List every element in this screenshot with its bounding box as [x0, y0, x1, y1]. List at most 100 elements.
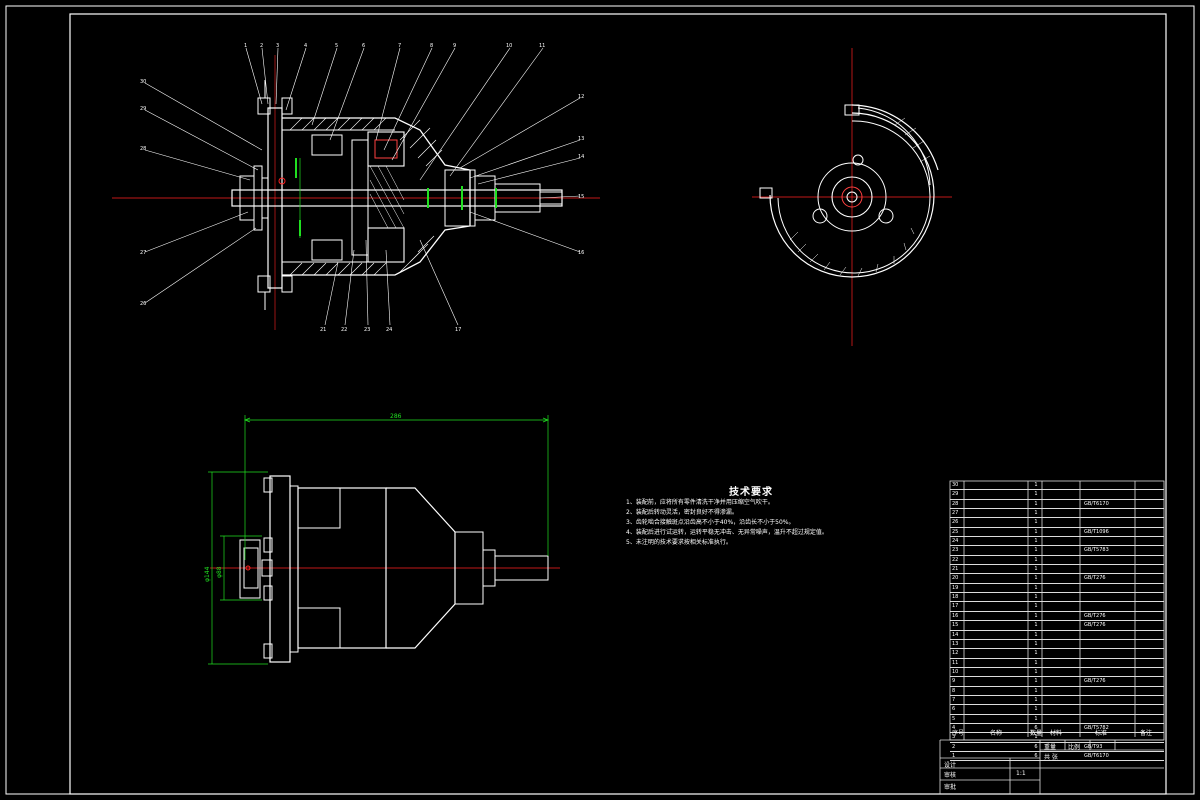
bom-header-remark: 备注 — [1140, 730, 1153, 737]
bom-cell-no: 15 — [952, 622, 959, 629]
balloon-labels: 1 2 3 4 5 6 7 8 9 10 11 30 29 28 27 26 1… — [140, 43, 584, 333]
bom-cell-qty: 1 — [1034, 668, 1038, 675]
bom-header: 序号 名称 数量 材料 标准 备注 — [950, 727, 1164, 737]
bom-cell-no: 30 — [952, 482, 959, 488]
bom-cell-no: 28 — [952, 500, 959, 507]
bom-cell-qty: 1 — [1034, 491, 1038, 498]
bom-cell-no: 9 — [952, 678, 956, 685]
bom-cell-no: 10 — [952, 668, 959, 675]
bom-cell-no: 13 — [952, 640, 959, 647]
tech-req-line-4: 4、装配后进行试运转，运转平稳无冲击、无异常噪声，温升不超过规定值。 — [626, 529, 828, 536]
balloon-bottom-0: 21 — [320, 327, 326, 333]
bom-cell-qty: 1 — [1034, 678, 1038, 685]
balloon-left-0: 30 — [140, 79, 146, 85]
bom-cell-no: 21 — [952, 566, 959, 573]
bom-cell-qty: 1 — [1034, 603, 1038, 610]
bom-cell-qty: 1 — [1034, 631, 1038, 638]
balloon-bottom-2: 23 — [364, 327, 370, 333]
balloon-top-0: 1 — [244, 43, 247, 49]
end-view — [752, 48, 952, 346]
bom-cell-no: 14 — [952, 631, 959, 638]
balloon-bottom-1: 22 — [341, 327, 347, 333]
bom-row: 17 1 — [950, 602, 1164, 612]
bom-cell-qty: 1 — [1034, 500, 1038, 507]
bom-cell-no: 2 — [952, 743, 956, 750]
end-view-hatch — [789, 117, 931, 277]
bom-cell-no: 23 — [952, 547, 959, 554]
tech-req-line-5: 5、未注明的技术要求按相关标准执行。 — [626, 539, 732, 546]
balloon-bottom-4: 17 — [455, 327, 461, 333]
balloon-bottom-3: 24 — [386, 327, 392, 333]
balloon-left-1: 29 — [140, 106, 146, 112]
bom-cell-qty: 1 — [1034, 538, 1038, 545]
bom-cell-no: 29 — [952, 491, 959, 498]
dimensions — [208, 158, 549, 665]
bom-cell-qty: 6 — [1034, 743, 1038, 750]
bom-cell-no: 4 — [952, 724, 956, 731]
technical-requirements: 技术要求 1、装配前，应将所有零件清洗干净并用压缩空气吹干。 2、装配后转动灵活… — [626, 488, 926, 548]
bom-cell-qty: 1 — [1034, 528, 1038, 535]
bom-cell-qty: 1 — [1034, 594, 1038, 601]
bom-cell-standard: GB/T276 — [1084, 575, 1106, 582]
bom-cell-qty: 1 — [1034, 687, 1038, 694]
bom-cell-standard: GB/T276 — [1084, 612, 1106, 619]
tech-req-line-1: 1、装配前，应将所有零件清洗干净并用压缩空气吹干。 — [626, 499, 774, 506]
bom-cell-qty: 1 — [1034, 566, 1038, 573]
bom-cell-qty: 1 — [1034, 696, 1038, 703]
bom-cell-qty: 1 — [1034, 650, 1038, 657]
title-block: 设计 审核 审批 1:1 重量 比例 共 张 — [940, 740, 1165, 796]
bom-cell-qty: 1 — [1034, 659, 1038, 666]
balloon-top-2: 3 — [276, 43, 279, 49]
bom-cell-no: 26 — [952, 519, 959, 526]
bom-cell-standard: GB/T93 — [1084, 743, 1103, 750]
balloon-right-0: 12 — [578, 94, 584, 100]
bom-cell-no: 7 — [952, 696, 956, 703]
bom-cell-no: 12 — [952, 650, 959, 657]
ratio-label: 比例 — [1068, 744, 1081, 751]
bom-row: 12 1 — [950, 649, 1164, 659]
balloon-right-3: 15 — [578, 194, 584, 200]
bom-cell-standard: GB/T5782 — [1084, 724, 1109, 731]
mass-label: 重量 — [1044, 744, 1057, 751]
bom-row: 29 1 — [950, 490, 1164, 500]
bom-cell-standard: GB/T1096 — [1084, 528, 1109, 535]
bom-cell-no: 11 — [952, 659, 959, 666]
bom-grid — [939, 480, 1165, 794]
bom-cell-qty: 1 — [1034, 640, 1038, 647]
tech-req-title: 技术要求 — [729, 487, 773, 498]
balloon-top-10: 11 — [539, 43, 545, 49]
height-dim-1: φ144 — [204, 566, 211, 582]
balloon-right-1: 13 — [578, 136, 584, 142]
bom-cell-no: 17 — [952, 603, 959, 610]
bom-header-material: 材料 — [1050, 730, 1063, 737]
bom-cell-qty: 1 — [1034, 622, 1038, 629]
bom-cell-qty: 1 — [1034, 519, 1038, 526]
bom-cell-qty: 1 — [1034, 556, 1038, 563]
balloon-left-3: 27 — [140, 250, 146, 256]
inner-frame — [69, 13, 1167, 795]
bom-cell-no: 5 — [952, 715, 956, 722]
bom-cell-qty: 1 — [1034, 612, 1038, 619]
bom-cell-qty: 1 — [1034, 584, 1038, 591]
overall-length-dim: 286 — [390, 413, 402, 420]
checker-label: 审核 — [944, 772, 957, 779]
balloon-top-1: 2 — [260, 43, 263, 49]
bom-cell-qty: 1 — [1034, 575, 1038, 582]
balloon-left-2: 28 — [140, 146, 146, 152]
